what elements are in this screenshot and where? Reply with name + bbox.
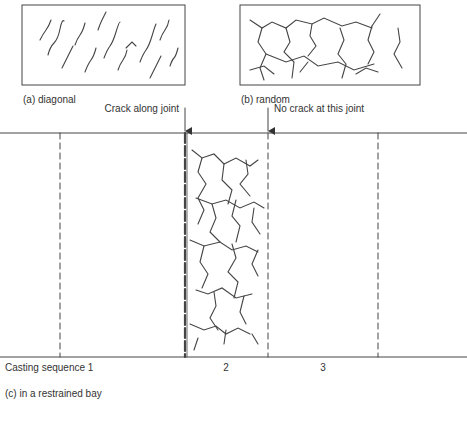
sequence-number: 3 (319, 362, 327, 374)
callout-label: No crack at this joint (273, 103, 365, 115)
panel-caption: (a) diagonal (22, 94, 77, 106)
panel-caption: (c) in a restrained bay (4, 388, 103, 400)
callout-label: Crack along joint (104, 103, 180, 115)
sequence-number: 2 (222, 362, 230, 374)
sequence-label: Casting sequence 1 (4, 362, 94, 374)
